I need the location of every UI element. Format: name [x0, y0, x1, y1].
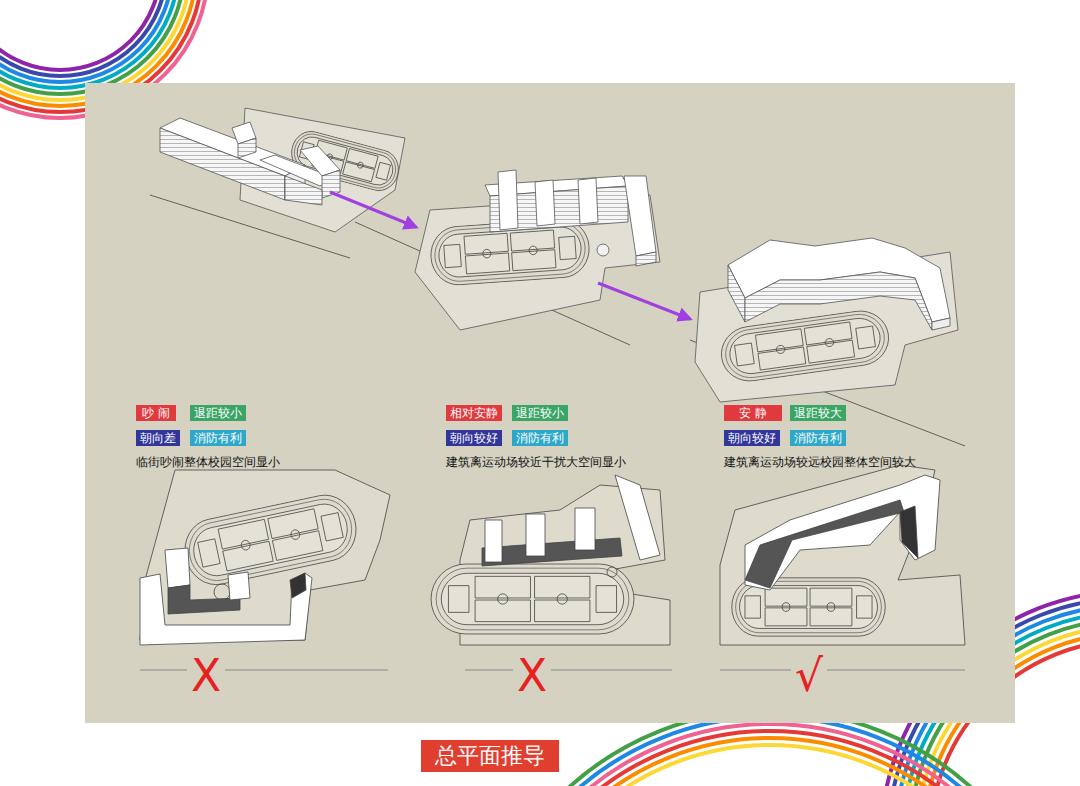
tag-text: 退距较小	[194, 406, 242, 420]
art-shape	[285, 176, 322, 205]
tag-text: 消防有利	[194, 431, 242, 445]
art-shape	[932, 318, 950, 330]
art-shape	[160, 128, 285, 200]
art-shape	[745, 272, 932, 330]
tag-text: 吵 闹	[142, 406, 170, 420]
massing-model-1	[150, 108, 405, 258]
attribute-tag: 退距较小	[190, 405, 246, 421]
tag-text: 朝向差	[140, 431, 176, 445]
description-note: 建筑离运动场较近干扰大空间显小	[446, 455, 626, 470]
art-shape	[165, 548, 190, 588]
tag-text: 退距较小	[516, 406, 564, 420]
verdict-mark: X	[187, 652, 225, 700]
title-box: 总平面推导	[421, 740, 559, 772]
attribute-tag: 消防有利	[190, 430, 246, 446]
art-shape	[484, 724, 1056, 786]
art-shape	[615, 475, 660, 560]
art-shape	[465, 670, 672, 671]
attribute-tag: 朝向差	[136, 430, 180, 446]
art-shape	[0, 0, 178, 88]
art-shape	[485, 520, 502, 562]
attribute-tag: 相对安静	[446, 405, 502, 421]
art-shape	[526, 514, 545, 556]
attribute-tag: 退距较小	[512, 405, 568, 421]
art-shape	[228, 572, 250, 600]
art-shape	[498, 170, 518, 230]
attribute-tag: 朝向较好	[724, 430, 780, 446]
tag-text: 消防有利	[794, 431, 842, 445]
art-shape	[477, 717, 1063, 786]
art-shape	[636, 252, 656, 266]
art-shape	[140, 470, 390, 640]
art-shape	[720, 670, 965, 671]
attribute-tag: 消防有利	[790, 430, 846, 446]
art-shape	[431, 564, 634, 634]
art-shape	[728, 265, 745, 322]
art-shape	[491, 731, 1049, 786]
art-shape	[535, 180, 555, 226]
art-shape	[238, 138, 256, 158]
panel	[85, 83, 1015, 723]
art-shape	[745, 475, 940, 590]
art-shape	[900, 506, 918, 558]
art-shape	[140, 670, 388, 671]
art-shape	[624, 176, 656, 256]
tag-text: 朝向较好	[728, 431, 776, 445]
attribute-tag: 吵 闹	[136, 405, 176, 421]
tag-text: 朝向较好	[450, 431, 498, 445]
art-shape	[482, 538, 622, 566]
tag-text: 退距较大	[794, 406, 842, 420]
art-shape	[578, 178, 598, 224]
verdict-mark: X	[513, 652, 551, 700]
attribute-tag: 安 静	[724, 405, 782, 421]
art-shape	[720, 465, 965, 645]
tag-text: 消防有利	[516, 431, 564, 445]
title: 总平面推导	[435, 743, 545, 768]
derivation-arrow	[598, 283, 690, 319]
tag-text: 相对安静	[450, 406, 498, 420]
art-shape	[597, 244, 609, 256]
site-plan-2	[431, 475, 672, 670]
art-shape	[290, 573, 306, 598]
art-shape	[140, 573, 312, 645]
attribute-tag: 消防有利	[512, 430, 568, 446]
attribute-tag: 朝向较好	[446, 430, 502, 446]
art-shape	[607, 567, 617, 577]
site-plan-1	[140, 470, 390, 670]
attribute-tag: 退距较大	[790, 405, 846, 421]
verdict-mark: √	[791, 652, 827, 700]
art-shape	[214, 584, 230, 600]
description-note: 临街吵闹整体校园空间显小	[136, 455, 280, 470]
derivation-arrow	[330, 192, 416, 227]
art-shape	[745, 500, 904, 588]
massing-model-2	[355, 170, 660, 345]
art-shape	[179, 490, 362, 591]
tag-text: 安 静	[739, 406, 767, 420]
description-note: 建筑离运动场较远校园整体空间较大	[724, 455, 916, 470]
art-shape	[575, 508, 595, 550]
art-shape	[505, 745, 1035, 786]
massing-model-3	[690, 238, 965, 446]
art-shape	[300, 146, 340, 176]
site-plan-3	[720, 465, 965, 670]
